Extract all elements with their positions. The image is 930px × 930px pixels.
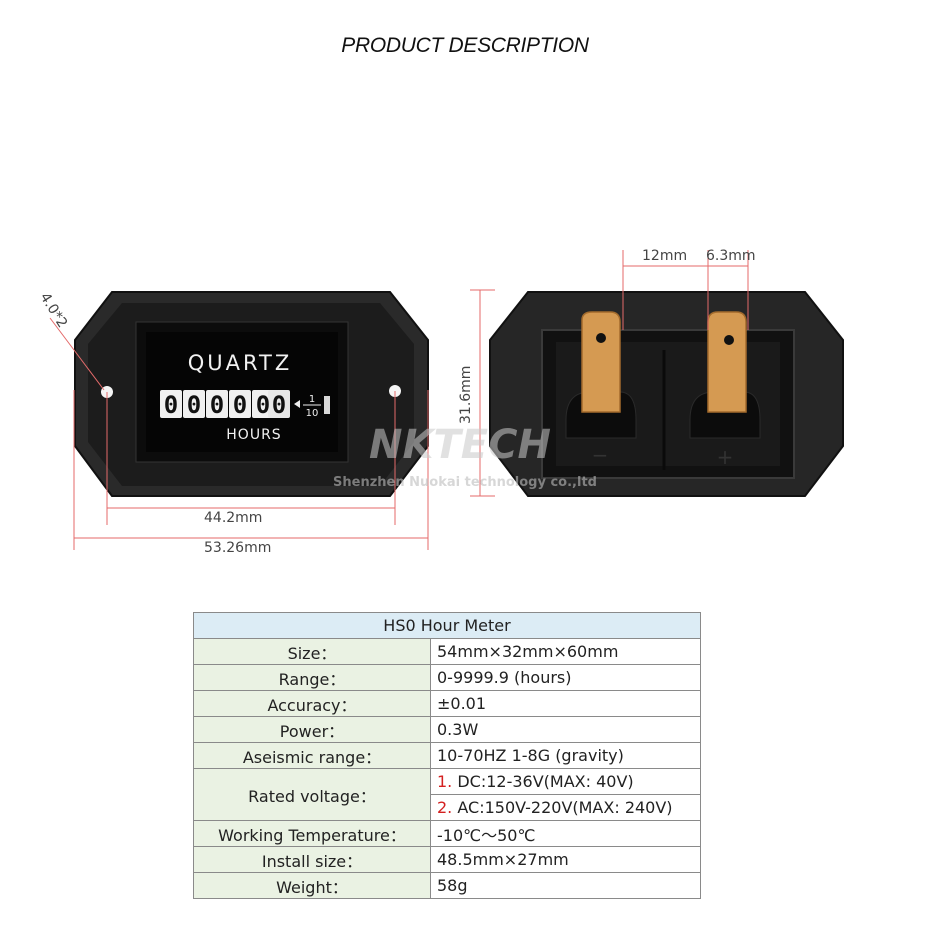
counter-digit-3: 0 [210,391,224,419]
table-row: Aseismic range： 10-70HZ 1-8G (gravity) [193,742,701,769]
page-heading: PRODUCT DESCRIPTION [341,34,589,57]
terminal-plus-symbol: + [717,445,734,469]
product-drawings: 0 0 0 0 0 0 1 10 QUARTZ HOURS [49,250,844,550]
row-value: -10℃～50℃ [430,820,701,847]
row-label: Working Temperature： [193,820,431,847]
back-dimension-lines [470,250,749,497]
watermark-company: Shenzhen Nuokai technology co.,ltd [333,475,597,490]
row-value: 0.3W [430,716,701,743]
row-value: ±0.01 [430,690,701,717]
unit-label: HOURS [226,427,281,443]
table-row: Install size： 48.5mm×27mm [193,846,701,873]
row-label: Install size： [193,846,431,873]
table-row: Range： 0-9999.9 (hours) [193,664,701,691]
row-value: 58g [430,872,701,899]
table-title-row: HS0 Hour Meter [193,612,701,639]
row-label: Range： [193,664,431,691]
counter-digit-5: 0 [256,391,270,419]
item-text: AC:150V-220V(MAX: 240V) [452,798,673,817]
height-label: 31.6mm [458,365,474,424]
inner-width-label: 44.2mm [204,510,263,526]
table-title: HS0 Hour Meter [193,612,701,639]
hour-meter-back: − + [489,291,844,497]
pointer-arrow-icon [294,400,300,408]
table-row: Accuracy： ±0.01 [193,690,701,717]
spec-table: HS0 Hour Meter Size： 54mm×32mm×60mm Rang… [193,612,701,899]
row-value: 2. AC:150V-220V(MAX: 240V) [430,794,701,821]
table-row: Rated voltage： 1. DC:12-36V(MAX: 40V) [193,768,701,821]
row-label: Power： [193,716,431,743]
counter-digit-4: 0 [233,391,247,419]
table-row: 2. AC:150V-220V(MAX: 240V) [194,794,701,821]
counter-digit-1: 0 [164,391,178,419]
item-number: 1. [437,772,453,791]
hour-meter-front: 0 0 0 0 0 0 1 10 QUARTZ HOURS [74,291,429,497]
row-value: 0-9999.9 (hours) [430,664,701,691]
item-number: 2. [437,798,453,817]
outer-width-label: 53.26mm [204,540,272,556]
row-label: Accuracy： [193,690,431,717]
row-label: Size： [193,638,431,665]
table-row: Working Temperature： -10℃～50℃ [193,820,701,847]
row-value: 10-70HZ 1-8G (gravity) [430,742,701,769]
row-label: Weight： [193,872,431,899]
table-row: Weight： 58g [193,872,701,899]
counter-tenths-digit: 0 [272,391,286,419]
terminal-spacing-label: 12mm [642,248,688,264]
row-value: 48.5mm×27mm [430,846,701,873]
counter-digit-2: 0 [187,391,201,419]
row-value: 54mm×32mm×60mm [430,638,701,665]
table-row: Power： 0.3W [193,716,701,743]
row-label: Aseismic range： [193,742,431,769]
front-dimension-lines [49,317,429,550]
row-label: Rated voltage： [193,768,431,821]
row-value: 1. DC:12-36V(MAX: 40V) [430,768,701,795]
fraction-denominator: 10 [306,408,319,419]
brand-label: QUARTZ [188,351,293,375]
table-row: Size： 54mm×32mm×60mm [193,638,701,665]
item-text: DC:12-36V(MAX: 40V) [452,772,634,791]
terminal-minus-symbol: − [592,443,609,467]
fraction-numerator: 1 [309,394,315,405]
counter-digits: 0 0 0 0 0 0 [160,390,330,419]
watermark-brand: NKTECH [369,422,551,468]
terminal-width-label: 6.3mm [706,248,756,264]
